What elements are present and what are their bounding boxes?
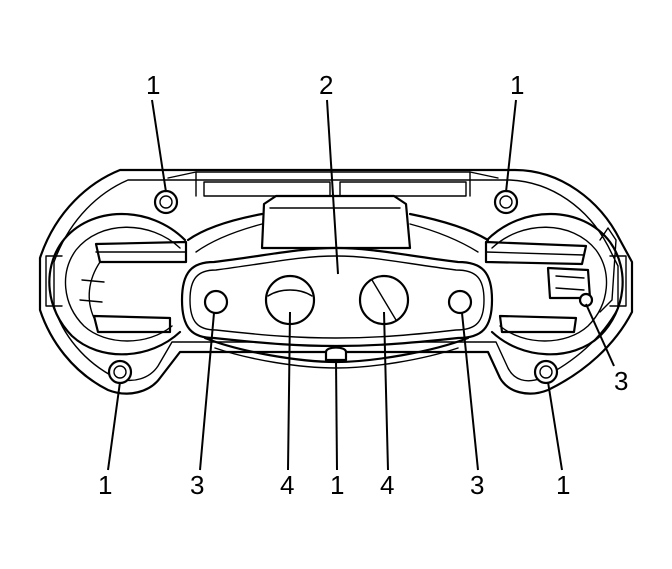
studs	[107, 189, 594, 385]
right-hole	[447, 289, 473, 315]
leader-lines	[107, 99, 615, 471]
callout-stud-bottom-left: 1	[98, 470, 112, 500]
right-outlet	[484, 213, 627, 356]
callout-stud-top-left: 1	[146, 70, 160, 100]
left-outlet	[45, 213, 188, 356]
callout-plate: 2	[319, 70, 333, 100]
stud-bottom-right	[533, 359, 559, 385]
stud-bottom-center	[324, 346, 348, 362]
callouts: 1 2 1 3 1 3 4 1 4 3 1	[98, 70, 628, 500]
stud-bottom-left	[107, 359, 133, 385]
stud-top-right	[493, 189, 519, 215]
callout-hole-bottom-left: 3	[190, 470, 204, 500]
callout-stud-bottom-right: 1	[556, 470, 570, 500]
left-hole	[203, 289, 229, 315]
callout-hole-bottom-right: 3	[470, 470, 484, 500]
center-flange-plate	[180, 246, 494, 348]
stud-top-left	[153, 189, 179, 215]
callout-stud-bottom-center: 1	[330, 470, 344, 500]
callout-hole-right: 3	[614, 366, 628, 396]
callout-port-right: 4	[380, 470, 394, 500]
callout-stud-top-right: 1	[510, 70, 524, 100]
callout-port-left: 4	[280, 470, 294, 500]
